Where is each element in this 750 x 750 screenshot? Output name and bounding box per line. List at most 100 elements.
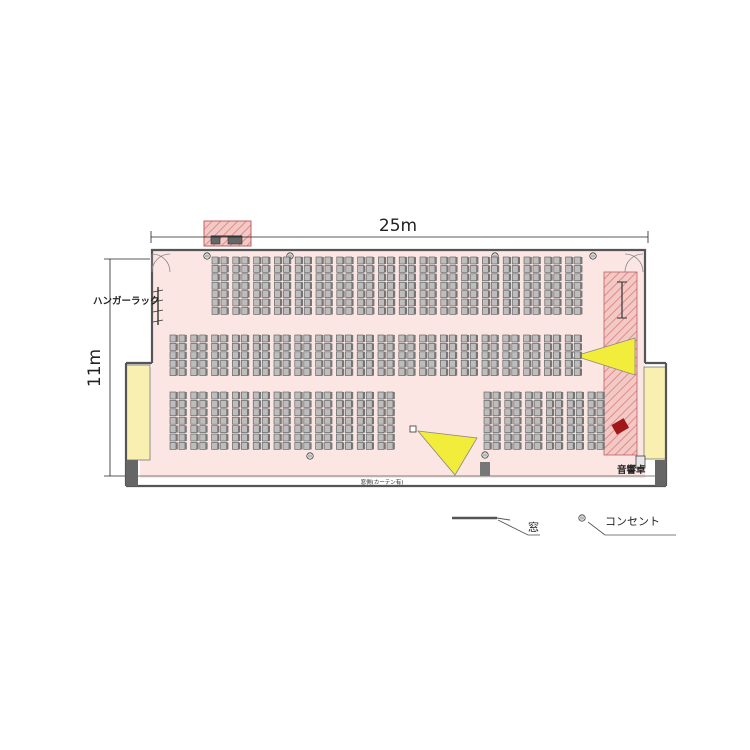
chair	[386, 334, 395, 343]
chair	[483, 416, 492, 425]
chair	[190, 351, 199, 360]
chair	[220, 334, 229, 343]
chair	[386, 391, 395, 400]
chair	[482, 281, 491, 290]
chair	[294, 391, 303, 400]
chair	[232, 343, 241, 351]
chair	[564, 351, 573, 360]
chair	[504, 416, 513, 425]
chair	[282, 425, 291, 433]
chair	[449, 351, 458, 360]
width-dimension: 25m	[150, 216, 649, 243]
chair	[261, 408, 270, 417]
chair	[534, 400, 543, 408]
chair	[178, 425, 187, 433]
chair	[315, 298, 324, 307]
chair	[574, 281, 583, 290]
chair	[303, 442, 312, 450]
chair	[469, 359, 478, 368]
chair	[398, 265, 407, 273]
chair	[253, 265, 262, 273]
chair	[386, 351, 395, 360]
chair	[566, 416, 575, 425]
chair	[532, 334, 541, 343]
sound-desk: 音響卓	[617, 455, 646, 476]
chair	[525, 391, 534, 400]
chair	[199, 442, 208, 450]
chair	[407, 298, 416, 307]
chair	[365, 408, 374, 417]
chair	[261, 351, 270, 360]
chair	[573, 343, 582, 351]
chair	[575, 408, 584, 417]
chair	[253, 290, 262, 298]
chair	[513, 400, 522, 408]
chair	[303, 298, 312, 307]
chair	[428, 307, 437, 315]
chair	[178, 368, 187, 376]
chair	[492, 416, 501, 425]
chair	[220, 281, 229, 290]
chair	[294, 433, 303, 442]
chair	[513, 408, 522, 417]
chair	[398, 368, 407, 376]
chair	[469, 343, 478, 351]
chair	[220, 368, 229, 376]
chair	[241, 408, 250, 417]
chair	[365, 351, 374, 360]
chair	[220, 442, 229, 450]
chair	[398, 273, 407, 282]
outlet-icon[interactable]	[203, 252, 211, 260]
hanger-rack-label: ハンガーラック	[93, 295, 160, 307]
chair	[190, 359, 199, 368]
outlet-icon[interactable]	[589, 252, 597, 260]
chair	[241, 307, 250, 315]
outlet-icon[interactable]	[306, 452, 314, 460]
chair	[211, 351, 220, 360]
chair	[574, 256, 583, 265]
chair	[274, 273, 283, 282]
chair	[523, 351, 532, 360]
chair	[377, 343, 386, 351]
chair	[565, 281, 574, 290]
chair	[492, 425, 501, 433]
chair	[345, 334, 354, 343]
chair	[232, 265, 241, 273]
chair	[169, 442, 178, 450]
left-pillar	[126, 460, 138, 486]
chair	[324, 307, 333, 315]
chair	[461, 298, 470, 307]
chair	[178, 400, 187, 408]
chair	[365, 391, 374, 400]
outlet-icon[interactable]	[578, 514, 586, 522]
chair	[407, 256, 416, 265]
legend-outlet-label: コンセント	[605, 515, 660, 528]
chair	[220, 425, 229, 433]
chair	[169, 368, 178, 376]
chair	[481, 359, 490, 368]
chair	[492, 408, 501, 417]
chair	[261, 334, 270, 343]
chair	[386, 359, 395, 368]
chair	[220, 359, 229, 368]
door-icon[interactable]	[151, 253, 171, 273]
outlet-icon[interactable]	[481, 451, 489, 459]
chair	[428, 351, 437, 360]
chair	[220, 290, 229, 298]
chair	[262, 265, 271, 273]
chair	[282, 343, 291, 351]
chair	[377, 442, 386, 450]
door-icon[interactable]	[624, 253, 644, 273]
chair	[544, 265, 553, 273]
chair	[532, 368, 541, 376]
chair	[513, 433, 522, 442]
chair	[523, 273, 532, 282]
chair	[419, 273, 428, 282]
chair	[262, 298, 271, 307]
chair	[261, 433, 270, 442]
chair	[356, 343, 365, 351]
chair	[232, 425, 241, 433]
chair	[315, 416, 324, 425]
sound-desk-label: 音響卓	[617, 464, 646, 476]
chair	[336, 343, 345, 351]
